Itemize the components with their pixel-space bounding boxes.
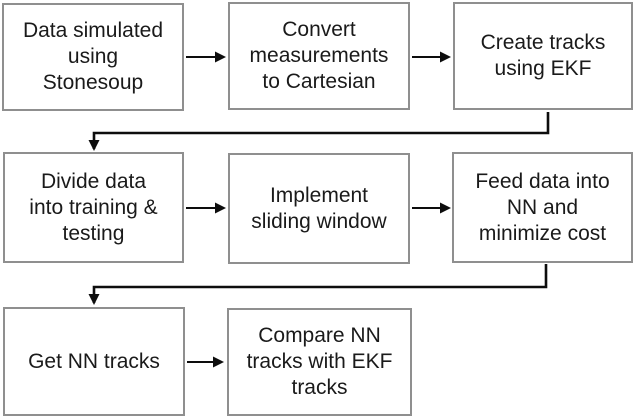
node-divide-data: Divide data into training & testing xyxy=(3,152,184,263)
node-convert-cartesian: Convert measurements to Cartesian xyxy=(228,2,410,110)
node-data-simulated: Data simulated using Stonesoup xyxy=(2,3,184,111)
node-feed-nn: Feed data into NN and minimize cost xyxy=(452,152,633,263)
connector-feed-to-getnn xyxy=(88,264,548,305)
node-sliding-window: Implement sliding window xyxy=(228,153,410,264)
node-create-tracks-ekf: Create tracks using EKF xyxy=(453,2,633,110)
node-get-nn-tracks: Get NN tracks xyxy=(3,307,185,416)
connector-ekf-to-divide xyxy=(88,112,550,151)
node-compare-tracks: Compare NN tracks with EKF tracks xyxy=(227,308,412,416)
